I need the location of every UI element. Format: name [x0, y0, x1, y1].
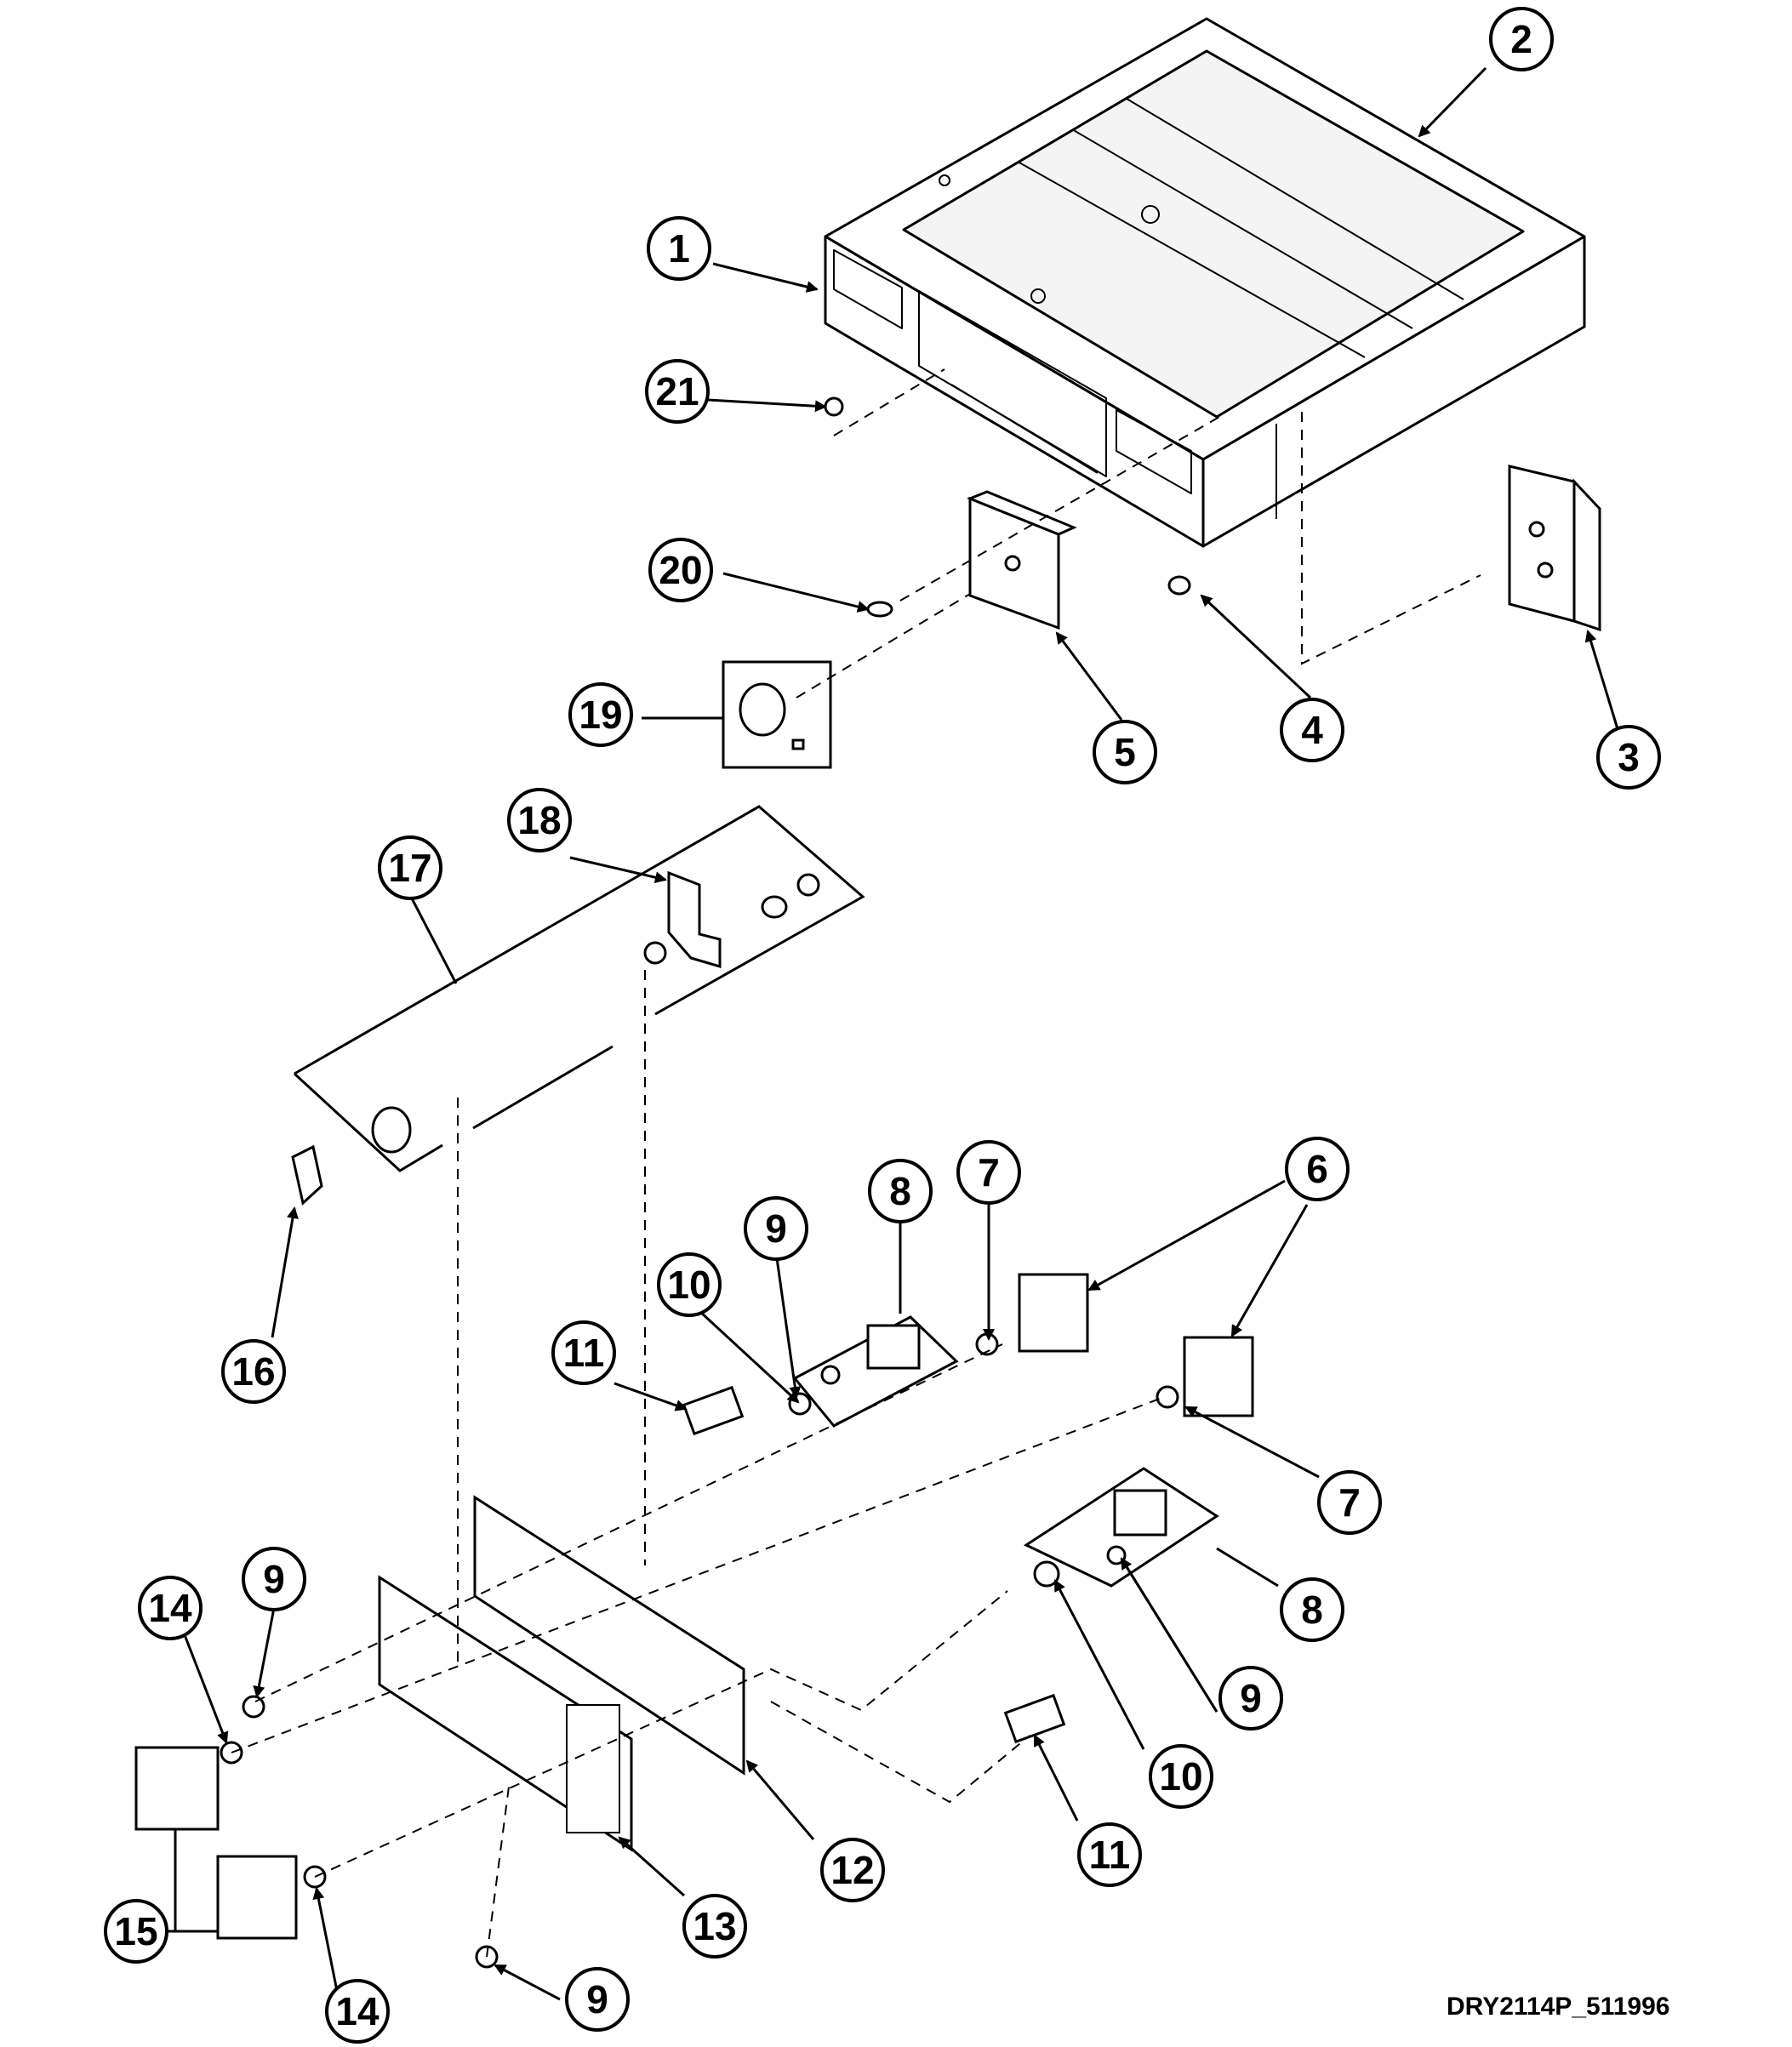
- callout-4-label: 4: [1301, 708, 1323, 752]
- callout-16: [221, 1339, 286, 1404]
- callout-7b-label: 7: [1338, 1480, 1361, 1525]
- callout-14b: [325, 1979, 390, 2044]
- callout-10b: [1149, 1744, 1213, 1809]
- callout-20-label: 20: [659, 548, 702, 592]
- cabinet-base: [824, 17, 1586, 548]
- callout-9b: [1218, 1666, 1283, 1731]
- callout-21-label: 21: [655, 369, 699, 413]
- leader-lines: [136, 66, 1620, 2001]
- callout-1-label: 1: [668, 226, 690, 271]
- part-15-knob-boxes: [134, 1746, 298, 1940]
- callout-9d-label: 9: [586, 1977, 608, 2021]
- callout-16-label: 16: [231, 1349, 275, 1394]
- callout-9a-label: 9: [765, 1206, 787, 1251]
- drawing-reference: DRY2114P_511996: [1447, 1993, 1669, 2021]
- callout-8a: [868, 1159, 933, 1223]
- part-6-knobs: [1018, 1273, 1254, 1417]
- callout-1: [647, 216, 711, 281]
- callout-14b-label: 14: [335, 1989, 380, 2033]
- part-8-switch-upper: [792, 1315, 959, 1428]
- callout-9a: [744, 1196, 808, 1261]
- callout-7b: [1317, 1470, 1382, 1535]
- callout-2: [1489, 7, 1554, 71]
- callout-11b: [1077, 1822, 1142, 1887]
- callout-7a: [956, 1140, 1021, 1205]
- callout-19: [568, 682, 633, 747]
- part-11-lamps: [682, 1385, 1066, 1744]
- callout-10b-label: 10: [1159, 1754, 1202, 1799]
- callout-7a-label: 7: [978, 1150, 1000, 1195]
- callout-13-label: 13: [693, 1904, 736, 1948]
- callout-18-label: 18: [517, 798, 561, 842]
- callout-8b: [1280, 1577, 1344, 1642]
- callout-11a: [551, 1320, 616, 1385]
- callout-6: [1285, 1137, 1350, 1201]
- callout-20: [648, 538, 713, 602]
- callout-17-label: 17: [388, 846, 431, 890]
- callout-9b-label: 9: [1240, 1676, 1262, 1720]
- part-19-knob-box: [722, 660, 832, 769]
- callout-10a-label: 10: [667, 1263, 711, 1307]
- callout-11b-label: 11: [1089, 1833, 1131, 1877]
- callout-12: [820, 1838, 885, 1902]
- callout-18: [507, 788, 572, 852]
- callout-8a-label: 8: [889, 1169, 911, 1213]
- callout-8b-label: 8: [1301, 1588, 1323, 1632]
- part-17-lock-panel: [291, 805, 865, 1206]
- callout-21: [645, 359, 710, 424]
- callouts: [104, 7, 1661, 2044]
- callout-12-label: 12: [830, 1848, 874, 1892]
- callout-14a: [138, 1576, 203, 1640]
- callout-15-label: 15: [114, 1909, 157, 1953]
- part-5-plate: [966, 490, 1077, 630]
- callout-3-label: 3: [1618, 735, 1640, 779]
- callout-9d: [565, 1967, 630, 2032]
- callout-11a-label: 11: [563, 1331, 605, 1375]
- callout-2-label: 2: [1510, 17, 1532, 61]
- callout-9c: [242, 1547, 306, 1611]
- callout-10a: [657, 1252, 722, 1317]
- callout-15: [104, 1899, 168, 1964]
- callout-17: [378, 835, 442, 900]
- callout-19-label: 19: [579, 693, 622, 737]
- part-8-switch-lower: [1023, 1467, 1219, 1588]
- callout-labels: 1 2 3 4 5 6 7 7 8 8 9 9 9 9 10 10 11 11 …: [114, 17, 1639, 2033]
- callout-5: [1093, 720, 1157, 784]
- callout-3: [1596, 725, 1661, 790]
- part-3-bracket: [1508, 465, 1601, 632]
- callout-14a-label: 14: [148, 1586, 192, 1630]
- part-13-overlay: [378, 1575, 633, 1852]
- callout-6-label: 6: [1306, 1147, 1328, 1191]
- callout-4: [1280, 698, 1344, 762]
- callout-13: [682, 1894, 747, 1959]
- callout-9c-label: 9: [263, 1557, 285, 1601]
- part-12-control-panel: [473, 1495, 745, 1776]
- assembly-lines: [231, 368, 1481, 1958]
- small-nuts-washers: [220, 941, 1179, 1969]
- callout-5-label: 5: [1114, 730, 1136, 774]
